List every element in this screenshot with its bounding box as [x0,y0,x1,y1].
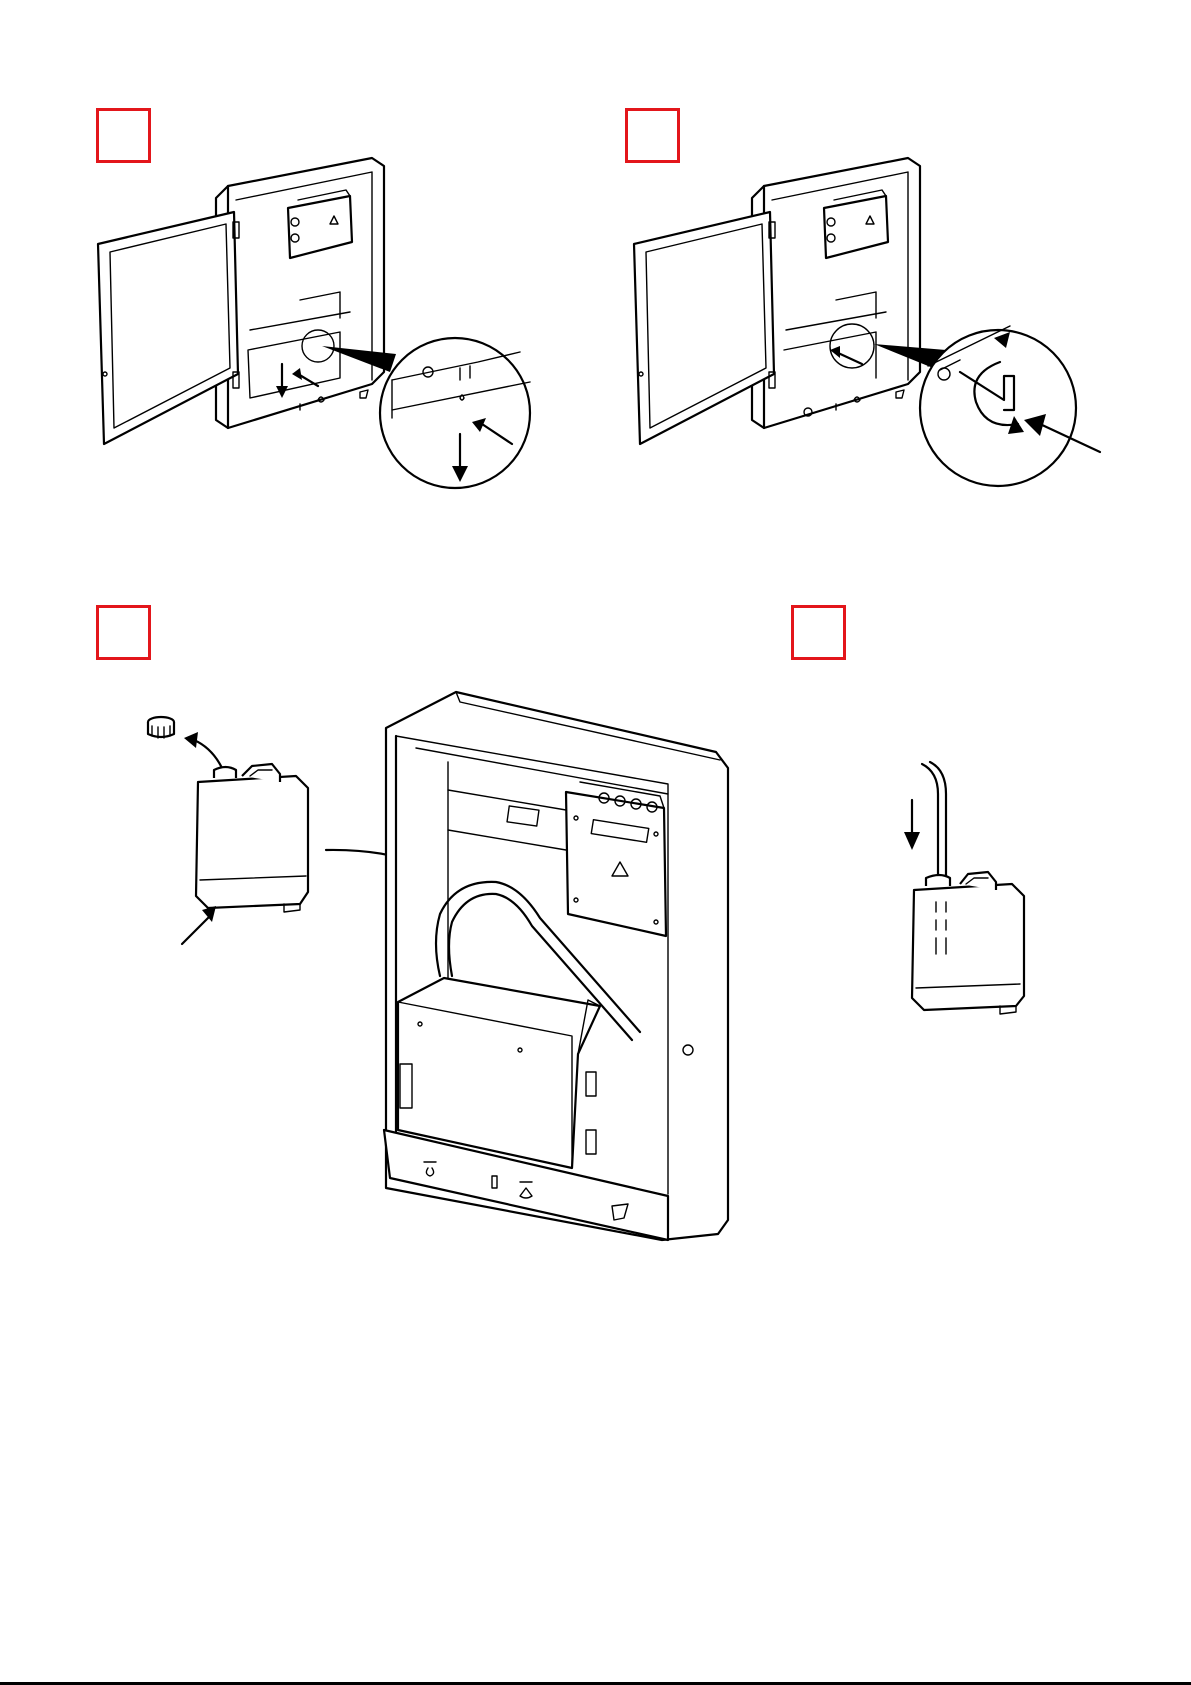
hose-insert-into-canister-icon [904,762,1024,1014]
canister-cap-remove-icon [148,717,308,944]
step-1-illustration [98,158,530,488]
cabinet-open-door-icon [634,158,920,444]
step-2-illustration [634,158,1100,486]
cabinet-open-door-icon [98,158,384,444]
step-3-illustration [148,692,728,1240]
step-4-illustration [904,762,1024,1014]
canister-insert-into-cabinet-icon [384,692,728,1240]
